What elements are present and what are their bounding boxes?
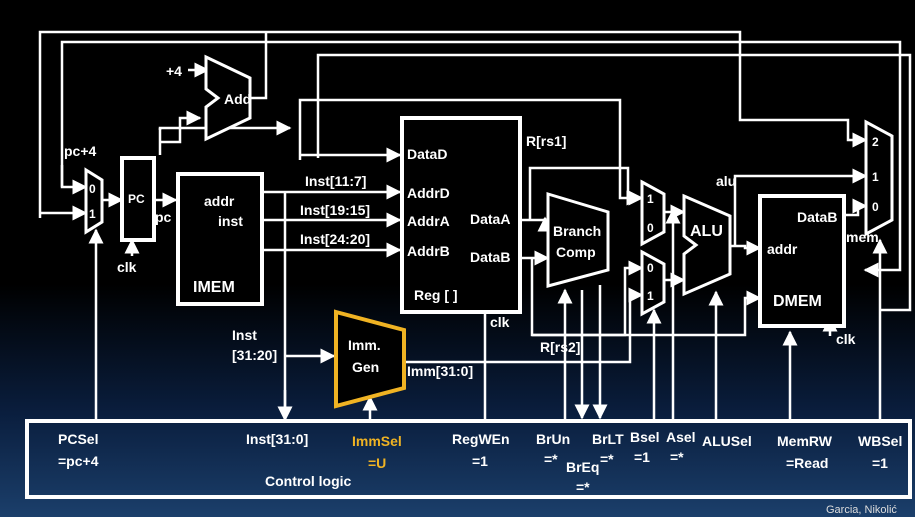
- wires: [38, 30, 912, 422]
- wire-rs2-to-bmux: [532, 260, 644, 337]
- b-mux-in0: 0: [647, 261, 654, 275]
- a-mux-in1: 1: [647, 192, 654, 206]
- control-logic-box: [25, 419, 912, 499]
- pc-register-label: PC: [128, 192, 145, 206]
- inst-11-7-label: Inst[11:7]: [305, 173, 366, 189]
- branch-label-2: Comp: [556, 244, 596, 260]
- immsel-label: ImmSel: [352, 433, 402, 449]
- regwen-value: =1: [472, 453, 488, 469]
- imm-gen-label-2: Gen: [352, 359, 379, 375]
- wire-mem-to-wb: [845, 198, 868, 217]
- brlt-label: BrLT: [592, 431, 624, 447]
- imm-gen-label-1: Imm.: [348, 337, 381, 353]
- wb-mux-in1: 1: [872, 170, 879, 184]
- adder-label: Add: [224, 91, 251, 107]
- immsel-value: =U: [368, 455, 386, 471]
- wire-rs2-branch: [530, 258, 762, 337]
- wbsel-value: =1: [872, 455, 888, 471]
- pc-mux: [84, 167, 104, 235]
- regwen-label: RegWEn: [452, 431, 510, 447]
- pc-plus4-label: pc+4: [64, 143, 97, 159]
- memrw-value: =Read: [786, 455, 828, 471]
- dmem-datab-label: DataB: [797, 209, 837, 225]
- dmem-block: [758, 194, 846, 328]
- adder-block: [204, 54, 252, 142]
- pcsel-label: PCSel: [58, 431, 98, 447]
- wb-mux-in2: 2: [872, 135, 879, 149]
- alu-wire-label: alu: [716, 173, 736, 189]
- bsel-label: Bsel: [630, 429, 660, 445]
- inst-31-20-label-a: Inst: [232, 327, 257, 343]
- pc-register: [120, 156, 156, 242]
- brun-value: =*: [544, 451, 558, 467]
- reg-datad-label: DataD: [407, 146, 447, 162]
- plus4-label: +4: [166, 63, 182, 79]
- asel-value: =*: [670, 449, 684, 465]
- wire-rs1-to-amux: [528, 166, 644, 220]
- alusel-label: ALUSel: [702, 433, 752, 449]
- reg-clk-label: clk: [490, 314, 510, 330]
- control-logic-title: Control logic: [265, 473, 352, 489]
- asel-label: Asel: [666, 429, 696, 445]
- dmem-clk-label: clk: [836, 331, 856, 347]
- wire-pcplus4-in: [60, 165, 88, 195]
- imm-31-0-label: Imm[31:0]: [407, 363, 473, 379]
- wire-alu-to-pc-mux: [60, 40, 902, 278]
- inst-31-0-label: Inst[31:0]: [246, 431, 308, 447]
- breq-value: =*: [576, 479, 590, 495]
- alu-block: [682, 193, 732, 297]
- wire-add-out: [250, 32, 268, 100]
- alu-label: ALU: [690, 223, 723, 240]
- credit-text: Garcia, Nikolić: [826, 504, 897, 516]
- r-rs1-label: R[rs1]: [526, 133, 566, 149]
- inst-19-15-label: Inst[19:15]: [300, 202, 370, 218]
- wire-top-return: [160, 110, 202, 144]
- memrw-label: MemRW: [777, 433, 833, 449]
- imem-label: IMEM: [193, 279, 235, 296]
- reg-file-label: Reg [ ]: [414, 287, 458, 303]
- pc-mux-in1: 1: [89, 207, 96, 221]
- reg-dataa-label: DataA: [470, 211, 510, 227]
- b-mux-in1: 1: [647, 289, 654, 303]
- pc-clk-label: clk: [117, 259, 137, 275]
- brun-label: BrUn: [536, 431, 570, 447]
- brlt-value: =*: [600, 451, 614, 467]
- b-mux: [640, 249, 666, 317]
- a-mux: [640, 179, 666, 247]
- imem-block: [176, 172, 264, 306]
- r-rs2-label: R[rs2]: [540, 339, 580, 355]
- imem-addr-label: addr: [204, 193, 235, 209]
- wbsel-label: WBSel: [858, 433, 902, 449]
- pc-wire-label: pc: [155, 209, 172, 225]
- wire-imm-out: [405, 287, 644, 364]
- wire-mem-loop: [316, 53, 912, 312]
- branch-comparator: [546, 191, 610, 288]
- breq-label: BrEq: [566, 459, 599, 475]
- register-file: [400, 116, 522, 314]
- reg-addrb-label: AddrB: [407, 243, 450, 259]
- wire-alu-to-wb: [733, 168, 868, 246]
- wire-pcplus4-to-wb-mux: [38, 30, 868, 218]
- reg-datab-label: DataB: [470, 249, 510, 265]
- imm-gen-block: [334, 309, 406, 409]
- pcsel-value: =pc+4: [58, 453, 99, 469]
- reg-addrd-label: AddrD: [407, 185, 450, 201]
- branch-label-1: Branch: [553, 223, 601, 239]
- bsel-value: =1: [634, 449, 650, 465]
- wb-mux-in0: 0: [872, 200, 879, 214]
- wire-dataa: [520, 216, 553, 232]
- inst-31-20-label-b: [31:20]: [232, 347, 277, 363]
- a-mux-in0: 0: [647, 221, 654, 235]
- wire-rs1-bypass-loop: [298, 98, 642, 206]
- wire-alu-out: [730, 240, 762, 256]
- wb-mux: [864, 119, 894, 237]
- dmem-addr-label: addr: [767, 241, 798, 257]
- inst-24-20-label: Inst[24:20]: [300, 231, 370, 247]
- dmem-label: DMEM: [773, 293, 822, 310]
- reg-addra-label: AddrA: [407, 213, 450, 229]
- pc-mux-in0: 0: [89, 182, 96, 196]
- imem-inst-label: inst: [218, 213, 243, 229]
